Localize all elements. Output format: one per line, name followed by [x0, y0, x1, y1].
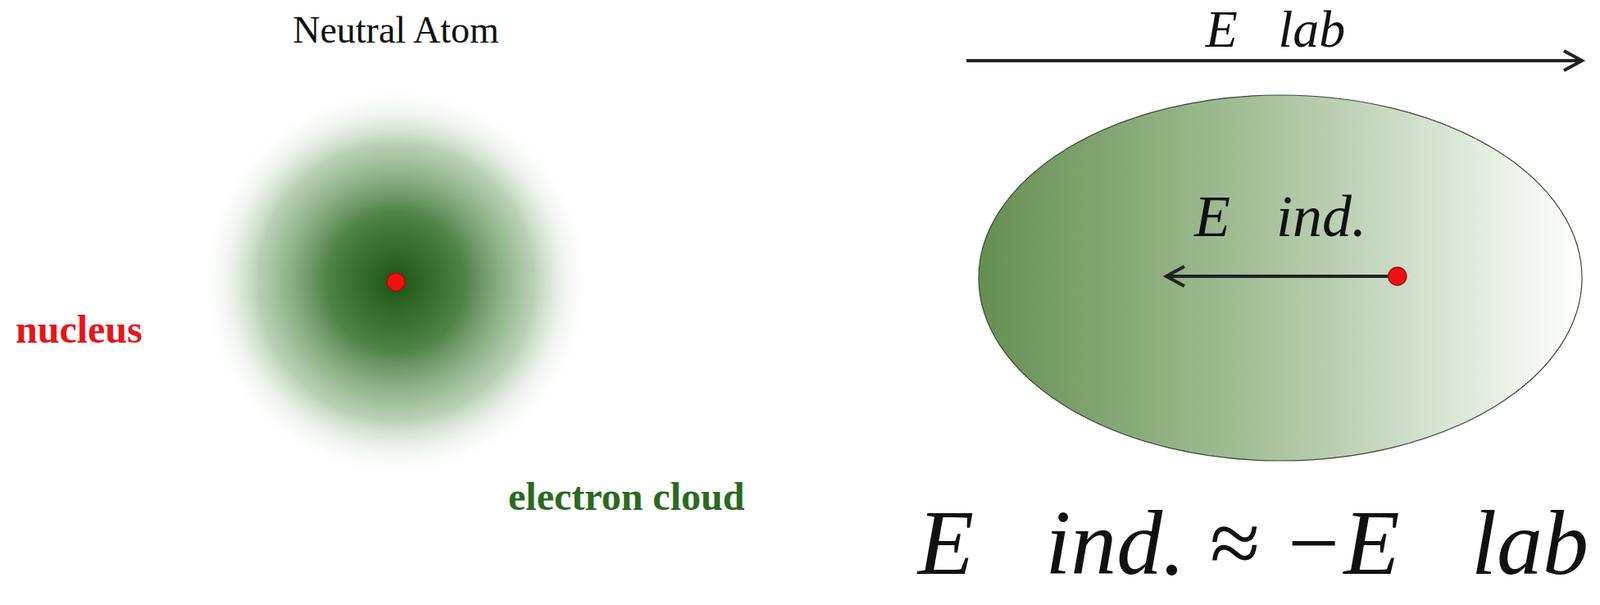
arrowhead: [1166, 266, 1185, 287]
part-label: electron cloud: [508, 477, 745, 517]
part-label: nucleus: [15, 309, 143, 350]
ellipse-region: E⃗ind.: [977, 93, 1584, 463]
panel-title: Neutral Atom: [292, 11, 500, 50]
nucleus-dot: [386, 272, 405, 291]
arrowhead: [1563, 50, 1582, 71]
electron-cloud: [199, 85, 593, 479]
field-label: E⃗lab: [1205, 3, 1346, 56]
nucleus-dot: [1388, 267, 1407, 286]
distorted-cloud: [978, 95, 1582, 461]
field-arrow: [966, 59, 1581, 63]
ellipse-shape: [977, 93, 1584, 463]
equation: E⃗ind. ≈ −E⃗lab: [918, 496, 1589, 589]
field-label: E⃗ind.: [1194, 186, 1367, 246]
induced-field-arrow: [1166, 274, 1398, 278]
